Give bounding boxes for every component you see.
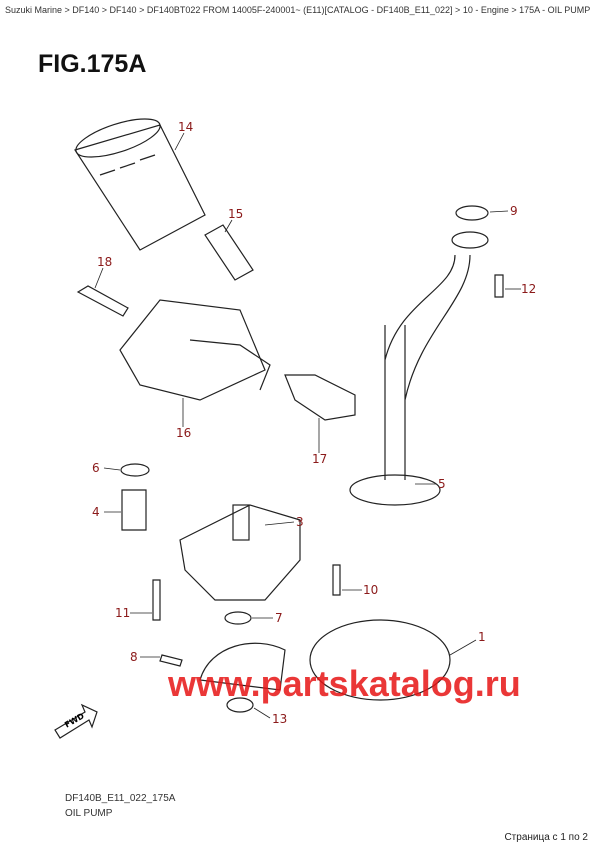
callout-17[interactable]: 17	[312, 452, 328, 466]
callout-15[interactable]: 15	[228, 207, 244, 221]
gasket-17	[284, 374, 356, 421]
fwd-arrow-icon	[54, 703, 98, 739]
callout-4[interactable]: 4	[92, 505, 100, 519]
figure-title: FIG.175A	[38, 50, 147, 78]
callout-1[interactable]: 1	[478, 630, 486, 644]
callout-13[interactable]: 13	[272, 712, 288, 726]
breadcrumb[interactable]: Suzuki Marine > DF140 > DF140 > DF140BT0…	[5, 5, 591, 15]
callout-5[interactable]: 5	[438, 477, 446, 491]
bolt-11	[152, 579, 161, 621]
callout-10[interactable]: 10	[363, 583, 379, 597]
filter-bracket	[119, 299, 271, 401]
callout-6[interactable]: 6	[92, 461, 100, 475]
pin-8	[159, 654, 183, 667]
outer-rotor	[309, 619, 451, 701]
bolt-10	[332, 564, 341, 596]
callout-9[interactable]: 9	[510, 204, 518, 218]
callout-11[interactable]: 11	[115, 606, 131, 620]
watermark: www.partskatalog.ru	[168, 663, 521, 704]
oil-filter	[74, 118, 206, 251]
o-ring-13	[226, 697, 254, 713]
o-ring-7	[224, 611, 252, 625]
pagination: Страница с 1 по 2	[504, 832, 588, 843]
leader-lines	[94, 132, 521, 719]
plug-4	[121, 489, 147, 531]
fitting	[204, 224, 254, 281]
callout-16[interactable]: 16	[176, 426, 192, 440]
o-ring-9	[455, 205, 489, 221]
callout-12[interactable]: 12	[521, 282, 537, 296]
callout-18[interactable]: 18	[97, 255, 113, 269]
bolt-12	[494, 274, 504, 298]
oil-pipe	[349, 231, 489, 506]
callout-14[interactable]: 14	[178, 120, 194, 134]
bolt-18	[76, 285, 129, 317]
callout-7[interactable]: 7	[275, 611, 283, 625]
diagram-name: OIL PUMP	[65, 808, 113, 819]
callout-3[interactable]: 3	[296, 515, 304, 529]
oil-pump	[179, 504, 301, 601]
diagram-code: DF140B_E11_022_175A	[65, 793, 176, 804]
callout-8[interactable]: 8	[130, 650, 138, 664]
inner-rotor	[199, 642, 286, 691]
o-ring-6	[120, 463, 150, 477]
